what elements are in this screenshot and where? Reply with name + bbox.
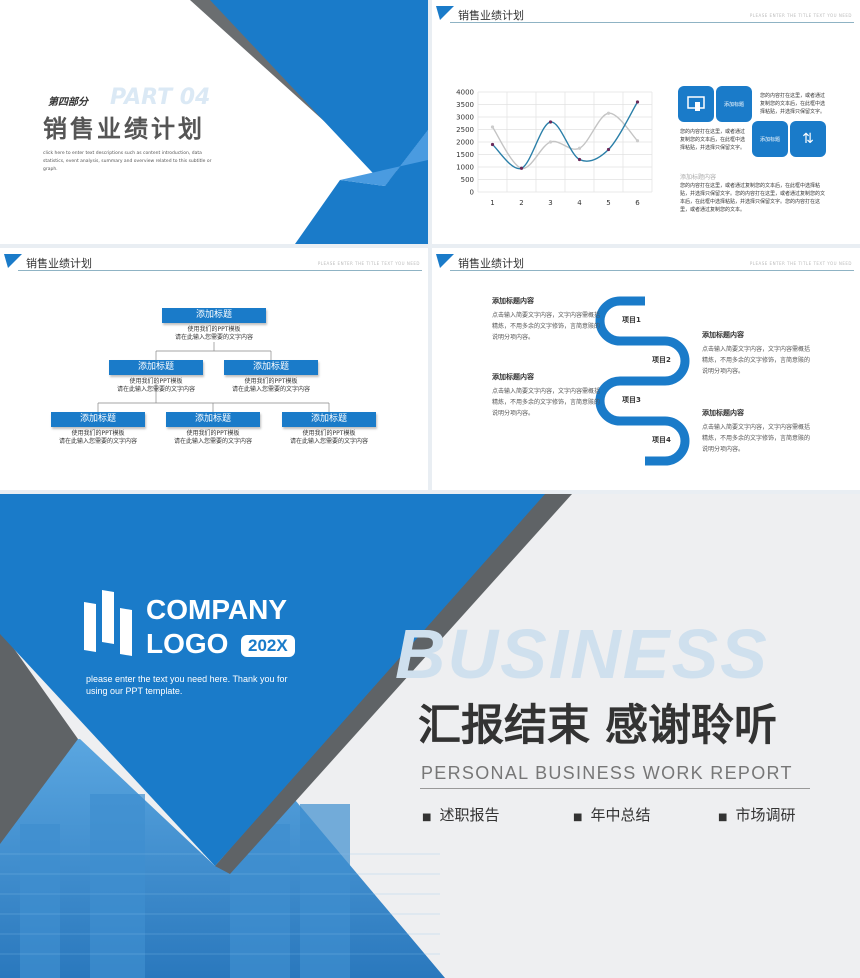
logo-line-2: LOGO xyxy=(146,628,229,659)
intro-text: please enter the text you need here. Tha… xyxy=(86,674,288,696)
x-tick-label: 3 xyxy=(548,199,552,207)
org-node-text: 使用我们的PPT模板请在此输入您需要的文字内容 xyxy=(231,378,310,393)
item-2: 项目2 xyxy=(652,356,671,364)
header-triangle-icon xyxy=(436,6,454,20)
slide-section-cover[interactable]: PART 04 第四部分 销售业绩计划 click here to enter … xyxy=(0,0,428,244)
data-point xyxy=(577,157,582,162)
item-3: 项目3 xyxy=(622,396,641,404)
data-point xyxy=(548,140,553,144)
org-node-text: 使用我们的PPT模板请在此输入您需要的文字内容 xyxy=(174,326,253,341)
data-point xyxy=(490,142,495,147)
tile-button-2[interactable]: 添加标题 xyxy=(752,121,788,157)
data-point xyxy=(548,120,553,124)
text-block-1: 添加标题内容点击输入简要文字内容，文字内容需概括精炼，不用多余的文字修饰，言简意… xyxy=(492,297,601,341)
x-tick-label: 2 xyxy=(519,199,523,207)
slide-chart[interactable]: 销售业绩计划 PLEASE ENTER THE TITLE TEXT YOU N… xyxy=(432,0,860,244)
company-logo-mark xyxy=(84,590,132,656)
y-tick-label: 2000 xyxy=(456,139,474,147)
divider xyxy=(450,22,854,23)
closing-subtitle: PERSONAL BUSINESS WORK REPORT xyxy=(421,763,793,783)
org-node-text: 使用我们的PPT模板请在此输入您需要的文字内容 xyxy=(289,430,368,445)
part-watermark: PART 04 xyxy=(110,85,211,110)
divider xyxy=(420,788,810,789)
org-node-text: 使用我们的PPT模板请在此输入您需要的文字内容 xyxy=(58,430,137,445)
text-right: 您的内容打在这里，或者通过复制您的文本后，在此框中选择粘贴，并选择只保留文字。 xyxy=(760,93,826,115)
item-1: 项目1 xyxy=(622,316,641,324)
org-node-title: 添加标题 xyxy=(166,412,260,427)
org-node-title: 添加标题 xyxy=(109,360,203,375)
background-word: BUSINESS xyxy=(395,615,769,693)
y-tick-label: 3500 xyxy=(456,101,474,109)
decorative-shapes xyxy=(0,494,572,978)
sub-title: 添加标题内容 xyxy=(680,174,717,181)
section-title: 销售业绩计划 xyxy=(43,115,205,143)
tile-button-1[interactable]: 添加标题 xyxy=(716,86,752,122)
slide-subtitle: PLEASE ENTER THE TITLE TEXT YOU NEED xyxy=(317,261,420,266)
part-label: 第四部分 xyxy=(48,97,88,108)
data-point xyxy=(490,125,495,129)
y-tick-label: 2500 xyxy=(456,126,474,134)
slide-subtitle: PLEASE ENTER THE TITLE TEXT YOU NEED xyxy=(749,13,852,18)
header-triangle-icon xyxy=(436,254,454,268)
text-left: 您的内容打在这里，或者通过复制您的文本后，在此框中选择粘贴，并选择只保留文字。 xyxy=(680,129,746,151)
header-triangle-icon xyxy=(4,254,22,268)
x-tick-label: 5 xyxy=(606,199,610,207)
text-block-3: 添加标题内容点击输入简要文字内容，文字内容需概括精炼，不用多余的文字修饰，言简意… xyxy=(492,373,601,417)
data-point xyxy=(606,147,611,152)
closing-title: 汇报结束 感谢聆听 xyxy=(418,701,777,751)
tag-2: ■年中总结 xyxy=(573,806,651,824)
text-block-4: 添加标题内容点击输入简要文字内容，文字内容需概括精炼，不用多余的文字修饰，言简意… xyxy=(702,409,811,453)
section-desc: click here to enter text descriptions su… xyxy=(43,151,212,172)
slide-closing[interactable]: COMPANY LOGO 202X please enter the text … xyxy=(0,494,860,978)
org-node-title: 添加标题 xyxy=(224,360,318,375)
org-node-text: 使用我们的PPT模板请在此输入您需要的文字内容 xyxy=(116,378,195,393)
tag-3: ■市场调研 xyxy=(718,806,796,824)
data-point xyxy=(635,139,640,143)
y-tick-label: 1500 xyxy=(456,151,474,159)
y-tick-label: 0 xyxy=(470,189,474,197)
item-4: 项目4 xyxy=(652,436,671,444)
logo-line-1: COMPANY xyxy=(146,594,288,625)
line-chart: 0 500 1000 1500 2000 2500 3000 3500 4000 1 2 3 4 5 6 xyxy=(456,89,653,207)
x-tick-label: 6 xyxy=(635,199,640,207)
slide-title: 销售业绩计划 xyxy=(458,9,524,22)
y-tick-label: 4000 xyxy=(456,89,474,97)
data-point xyxy=(606,111,611,115)
slide-title: 销售业绩计划 xyxy=(458,257,524,270)
y-tick-label: 3000 xyxy=(456,114,474,122)
data-point xyxy=(635,100,640,104)
series-line xyxy=(492,101,639,170)
slide-org-chart[interactable]: 销售业绩计划 PLEASE ENTER THE TITLE TEXT YOU N… xyxy=(0,248,428,490)
x-tick-label: 1 xyxy=(490,199,494,207)
decorative-shapes xyxy=(190,0,428,244)
slide-title: 销售业绩计划 xyxy=(26,257,92,270)
org-node-title: 添加标题 xyxy=(162,308,266,323)
y-tick-label: 500 xyxy=(461,176,474,184)
sub-text: 您的内容打在这里，或者通过复制您的文本后，在此框中选择粘贴，并选择只保留文字。您… xyxy=(680,183,826,213)
org-node-title: 添加标题 xyxy=(282,412,376,427)
x-tick-label: 4 xyxy=(577,199,582,207)
series-line xyxy=(491,112,639,169)
data-point xyxy=(577,146,582,150)
tag-1: ■述职报告 xyxy=(422,806,500,824)
logo-year-badge: 202X xyxy=(241,635,295,657)
slide-subtitle: PLEASE ENTER THE TITLE TEXT YOU NEED xyxy=(749,261,852,266)
divider xyxy=(18,270,422,271)
org-node-title: 添加标题 xyxy=(51,412,145,427)
data-point xyxy=(519,166,524,170)
org-node-text: 使用我们的PPT模板请在此输入您需要的文字内容 xyxy=(173,430,252,445)
connector-lines xyxy=(97,342,330,412)
slide-process[interactable]: 销售业绩计划 PLEASE ENTER THE TITLE TEXT YOU N… xyxy=(432,248,860,490)
sort-arrows-icon[interactable]: ⇅ xyxy=(790,121,826,157)
serpentine-path xyxy=(595,296,690,466)
divider xyxy=(450,270,854,271)
touch-screen-icon[interactable] xyxy=(678,86,714,122)
y-tick-label: 1000 xyxy=(456,164,474,172)
text-block-2: 添加标题内容点击输入简要文字内容，文字内容需概括精炼，不用多余的文字修饰，言简意… xyxy=(702,331,811,375)
